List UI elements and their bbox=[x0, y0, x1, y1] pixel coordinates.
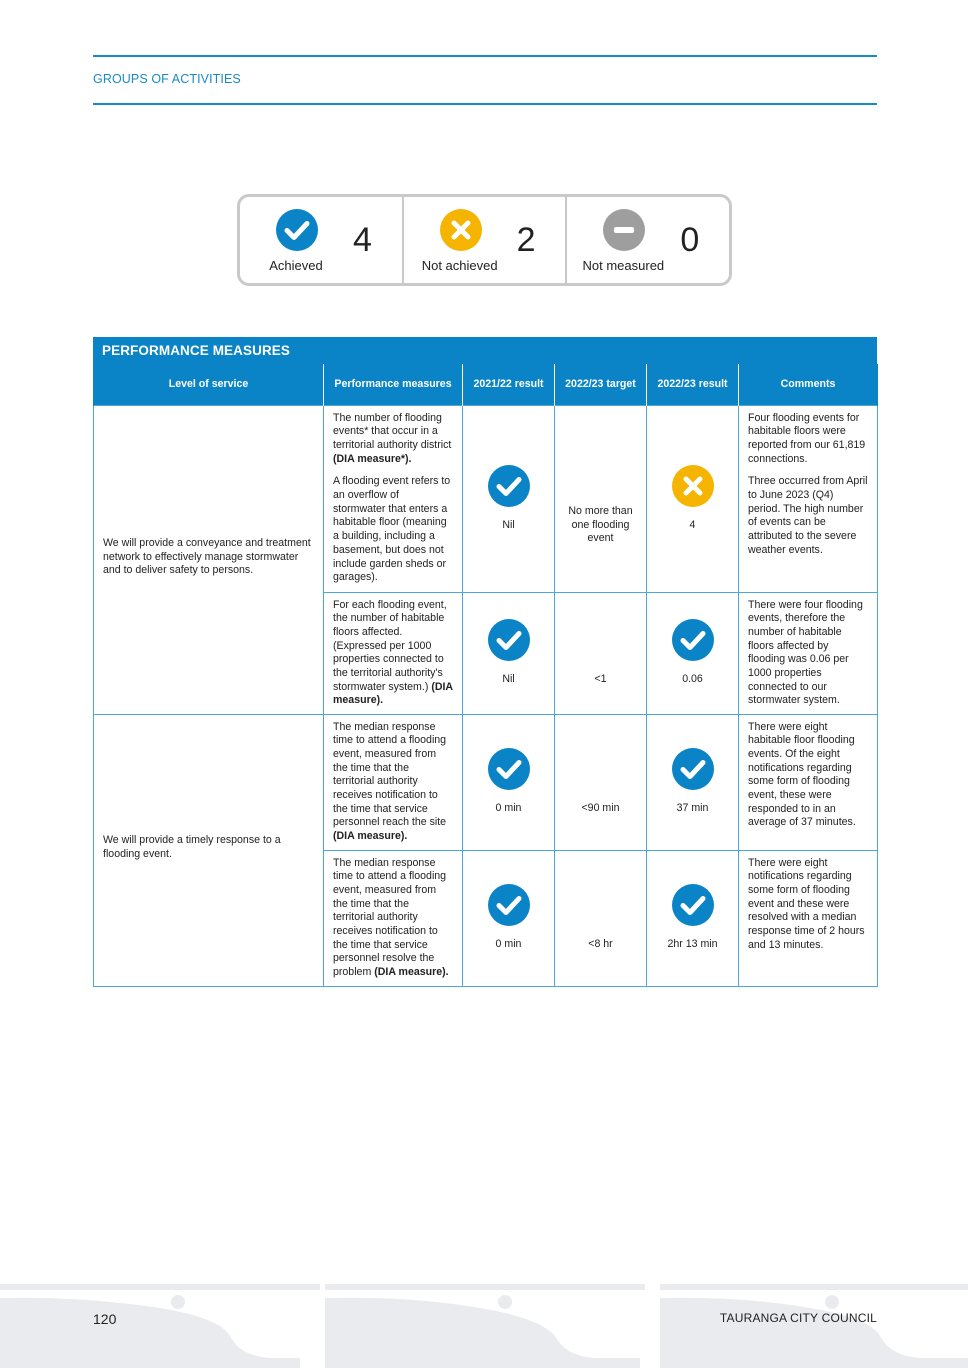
performance-measure-cell: For each flooding event, the number of h… bbox=[323, 591, 463, 715]
measure-dia-label: (DIA measure). bbox=[333, 830, 408, 843]
target-value: <8 hr bbox=[588, 938, 613, 951]
footer-pattern bbox=[0, 1284, 968, 1368]
result-value: Nil bbox=[502, 518, 515, 531]
column-header-2022-23-target: 2022/23 target bbox=[554, 364, 647, 405]
result-2021-22-cell: Nil bbox=[462, 591, 555, 715]
result-value: 0.06 bbox=[682, 673, 703, 686]
performance-measure-cell: The median response time to attend a flo… bbox=[323, 849, 463, 987]
result-2022-23-cell: 2hr 13 min bbox=[646, 849, 739, 987]
table-row: We will provide a timely response to a f… bbox=[93, 713, 878, 987]
performance-measure-cell: The median response time to attend a flo… bbox=[323, 713, 463, 851]
not-achieved-count: 2 bbox=[516, 221, 536, 259]
comment-text: Four flooding events for habitable floor… bbox=[748, 411, 866, 465]
measure-dia-label: (DIA measure*). bbox=[333, 452, 412, 465]
section-title: GROUPS OF ACTIVITIES bbox=[93, 72, 241, 86]
cross-circle-icon bbox=[439, 209, 482, 251]
not-measured-label: Not measured bbox=[582, 258, 665, 273]
performance-measure-cell: The number of flooding events* that occu… bbox=[323, 404, 463, 593]
comment-cell: There were eight notifications regarding… bbox=[738, 849, 878, 987]
table-row: The median response time to attend a flo… bbox=[94, 849, 878, 987]
achieved-label: Achieved bbox=[269, 258, 323, 273]
not-measured-count: 0 bbox=[680, 221, 700, 259]
check-circle-icon bbox=[671, 619, 714, 662]
performance-measures-table: Level of service Performance measures 20… bbox=[93, 364, 878, 987]
column-header-2021-22-result: 2021/22 result bbox=[462, 364, 555, 405]
check-circle-icon bbox=[487, 619, 530, 662]
result-value: 0 min bbox=[495, 938, 522, 951]
column-header-comments: Comments bbox=[738, 364, 878, 405]
summary-achieved: 4 Achieved bbox=[240, 197, 402, 283]
measure-text-main: The median response time to attend a flo… bbox=[333, 856, 447, 979]
summary-not-achieved: 2 Not achieved bbox=[401, 197, 566, 283]
measure-text: The median response time to attend a flo… bbox=[333, 857, 453, 980]
summary-not-measured: 0 Not measured bbox=[565, 197, 729, 283]
not-achieved-label: Not achieved bbox=[421, 258, 498, 273]
result-value: 37 min bbox=[676, 802, 709, 815]
column-header-2022-23-result: 2022/23 result bbox=[646, 364, 739, 405]
target-2022-23-cell: <8 hr bbox=[554, 849, 647, 987]
check-circle-icon bbox=[276, 209, 318, 251]
measure-dia-label: (DIA measure). bbox=[374, 966, 449, 979]
measure-dia-label: (DIA measure). bbox=[333, 680, 453, 707]
table-header-row: Level of service Performance measures 20… bbox=[93, 364, 878, 405]
result-2022-23-cell: 37 min bbox=[646, 713, 739, 851]
result-value: 0 min bbox=[495, 802, 522, 815]
comment-text: There were eight notifications regarding… bbox=[748, 856, 865, 951]
target-2022-23-cell: <1 bbox=[554, 591, 647, 715]
result-2022-23-cell: 0.06 bbox=[646, 591, 739, 715]
cross-circle-icon bbox=[671, 464, 714, 507]
measure-definition: A flooding event refers to an overflow o… bbox=[333, 475, 451, 584]
organisation-name: TAURANGA CITY COUNCIL bbox=[719, 1311, 877, 1325]
header-bottom-rule bbox=[93, 103, 877, 105]
comment-cell: Four flooding events for habitable floor… bbox=[738, 404, 878, 593]
achieved-count: 4 bbox=[353, 221, 372, 259]
column-header-performance-measures: Performance measures bbox=[323, 364, 463, 405]
check-circle-icon bbox=[487, 884, 530, 927]
check-circle-icon bbox=[487, 464, 530, 507]
measure-text: The median response time to attend a flo… bbox=[333, 721, 453, 844]
table-row: For each flooding event, the number of h… bbox=[94, 591, 878, 715]
comment-text: There were eight habitable floor floodin… bbox=[748, 720, 856, 829]
table-row: We will provide a conveyance and treatme… bbox=[93, 404, 878, 715]
check-circle-icon bbox=[487, 748, 530, 791]
target-value: No more than one flooding event bbox=[568, 504, 633, 545]
comment-text: Three occurred from April to June 2023 (… bbox=[748, 475, 868, 556]
result-value: 2hr 13 min bbox=[667, 938, 718, 951]
header-top-rule bbox=[93, 55, 877, 57]
comment-cell: There were four flooding events, therefo… bbox=[738, 591, 878, 715]
minus-circle-icon bbox=[603, 209, 646, 251]
target-value: <90 min bbox=[581, 802, 620, 815]
measure-text: The number of flooding events* that occu… bbox=[333, 412, 453, 467]
comment-text: There were four flooding events, therefo… bbox=[748, 598, 863, 707]
measure-text-main: For each flooding event, the number of h… bbox=[333, 598, 447, 693]
measure-text-main: The median response time to attend a flo… bbox=[333, 720, 447, 829]
target-2022-23-cell: <90 min bbox=[554, 713, 647, 851]
result-value: Nil bbox=[502, 673, 515, 686]
check-circle-icon bbox=[671, 884, 714, 927]
result-2021-22-cell: 0 min bbox=[462, 849, 555, 987]
level-of-service-cell: We will provide a conveyance and treatme… bbox=[93, 404, 324, 715]
comment-cell: There were eight habitable floor floodin… bbox=[738, 713, 878, 851]
measure-text: For each flooding event, the number of h… bbox=[333, 599, 453, 709]
column-header-level-of-service: Level of service bbox=[93, 364, 324, 405]
page-number: 120 bbox=[93, 1311, 117, 1327]
result-2022-23-cell: 4 bbox=[646, 404, 739, 593]
check-circle-icon bbox=[671, 748, 714, 791]
result-2021-22-cell: Nil bbox=[462, 404, 555, 593]
result-value: 4 bbox=[689, 518, 696, 531]
performance-measures-title: PERFORMANCE MEASURES bbox=[93, 337, 877, 364]
target-2022-23-cell: No more than one flooding event bbox=[554, 404, 647, 593]
target-value: <1 bbox=[594, 673, 607, 686]
result-2021-22-cell: 0 min bbox=[462, 713, 555, 851]
level-of-service-cell: We will provide a timely response to a f… bbox=[93, 713, 324, 987]
results-summary: 4 Achieved 2 Not achieved 0 Not measured bbox=[237, 194, 732, 286]
measure-text-main: The number of flooding events* that occu… bbox=[333, 411, 452, 451]
